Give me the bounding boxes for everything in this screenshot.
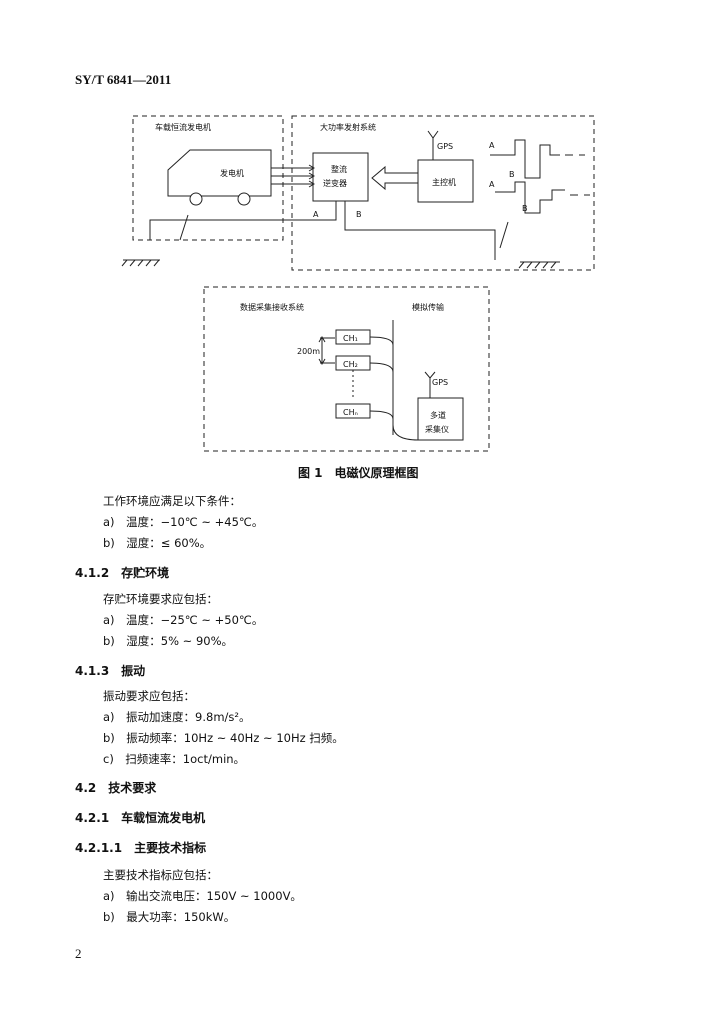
paragraph: 工作环境应满足以下条件： [103,494,241,508]
rectifier-label-1: 整流 [331,164,347,174]
list-item: c) 扫频速率：1oct/min。 [103,752,246,766]
list-item: b) 湿度：5% ~ 90%。 [103,634,234,648]
main-control-label: 主控机 [432,177,456,187]
gps-bottom-label: GPS [432,378,448,387]
wave-b2-label: B [522,204,528,213]
ch2-label: CH₂ [343,360,358,369]
paragraph: 存贮环境要求应包括： [103,592,218,606]
section-heading: 4.2.1.1 主要技术指标 [75,841,207,855]
section-heading: 4.1.2 存贮环境 [75,566,170,580]
multichannel-acquisition-box [417,397,464,441]
rectifier-inverter-box [312,152,369,202]
wire-a-label: A [313,210,319,219]
wire-b-label: B [356,210,362,219]
section-heading: 4.1.3 振动 [75,664,146,678]
section-heading: 4.2.1 车载恒流发电机 [75,811,206,825]
acq-group-label: 数据采集接收系统 [240,302,304,312]
figure-1-block-diagram: 车载恒流发电机 发电机 大功率发射系统 整流 逆变器 主控机 GPS A B A… [121,115,595,452]
control-arrow [371,165,419,191]
section-heading: 4.2 技术要求 [75,781,157,795]
waveform-b [495,181,565,214]
list-item: a) 振动加速度：9.8m/s²。 [103,710,251,724]
gps-top-label: GPS [437,142,453,151]
transmit-system-group [291,115,595,271]
spacing-label: 200m [297,347,320,356]
paragraph: 振动要求应包括： [103,689,195,703]
figure-caption: 图 1 电磁仪原理框图 [298,466,419,480]
document-header: SY/T 6841—2011 [75,72,172,87]
wave-a-label: A [489,141,495,150]
list-item: b) 湿度：≤ 60%。 [103,536,212,550]
page-number: 2 [75,946,82,961]
chn-label: CHₙ [343,408,358,417]
list-item: b) 振动频率：10Hz ~ 40Hz ~ 10Hz 扫频。 [103,731,344,745]
vehicle-group-label: 车载恒流发电机 [155,122,211,132]
generator-label: 发电机 [220,168,244,178]
truck-icon [167,149,272,197]
multichannel-label-1: 多道 [430,410,446,420]
paragraph: 主要技术指标应包括： [103,868,218,882]
vehicle-generator-group [132,115,284,241]
wave-b-label: B [509,170,515,179]
multichannel-label-2: 采集仪 [425,424,449,434]
list-item: a) 温度：−25℃ ~ +50℃。 [103,613,264,627]
list-item: a) 输出交流电压：150V ~ 1000V。 [103,889,302,903]
transmit-group-label: 大功率发射系统 [320,122,376,132]
waveform-a [490,139,560,179]
analog-label: 模拟传输 [412,302,444,312]
ch1-label: CH₁ [343,334,358,343]
rectifier-label-2: 逆变器 [323,178,347,188]
wave-a2-label: A [489,180,495,189]
list-item: b) 最大功率：150kW。 [103,910,236,924]
list-item: a) 温度：−10℃ ~ +45℃。 [103,515,264,529]
